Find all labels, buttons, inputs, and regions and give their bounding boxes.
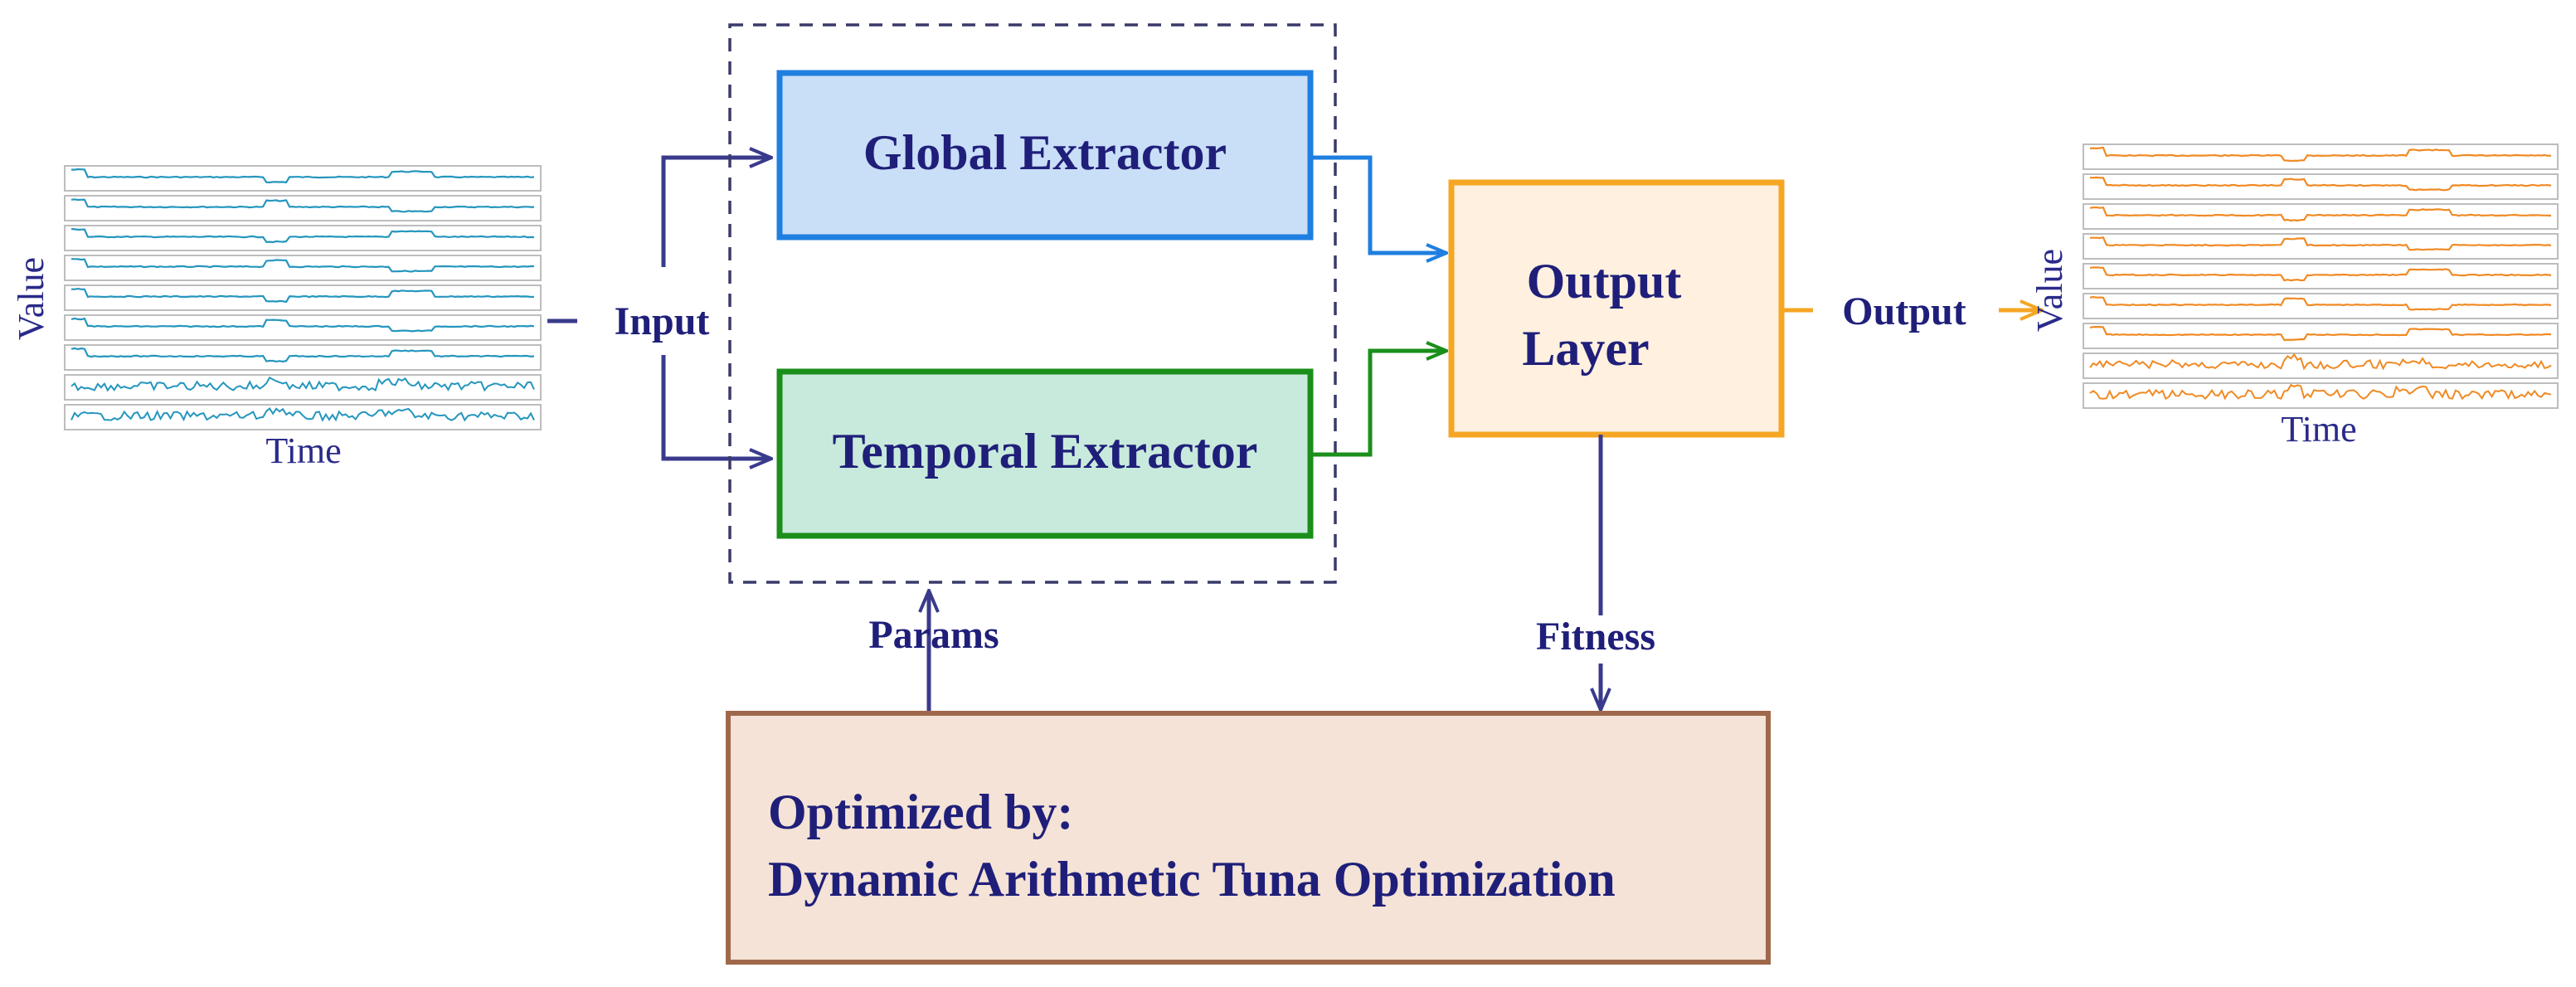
- temporal-extractor-box: Temporal Extractor: [776, 368, 1314, 539]
- channel-signal-line: [2089, 383, 2552, 401]
- input-channel-strips: [64, 165, 542, 430]
- input-timeseries-plot: Value Time: [11, 165, 542, 471]
- output-value-axis-label: Value: [2029, 249, 2070, 332]
- global-extractor-box: Global Extractor: [776, 70, 1314, 241]
- output-layer-label-line1: Output: [1527, 254, 1682, 309]
- channel-signal-line: [2089, 206, 2552, 222]
- channel-strip-frame: [64, 165, 542, 192]
- channel-strip-frame: [64, 344, 542, 371]
- channel-strip-frame: [2083, 293, 2559, 319]
- channel-signal-line: [2089, 266, 2552, 282]
- channel-strip-frame: [64, 225, 542, 251]
- channel-signal-line: [70, 406, 535, 422]
- params-label: Params: [868, 613, 999, 657]
- feature-extractors-group: [728, 23, 1337, 584]
- input-time-axis-label: Time: [265, 430, 341, 471]
- output-time-axis-label: Time: [2281, 409, 2356, 450]
- fitness-label-bg: [1509, 615, 1692, 664]
- output-layer-box: Output Layer: [1448, 179, 1785, 438]
- temporal-extractor-label: Temporal Extractor: [833, 424, 1258, 479]
- global-to-output-arrow: [1310, 155, 1446, 253]
- channel-signal-line: [70, 198, 534, 213]
- input-value-axis-label: Value: [11, 257, 51, 340]
- optimizer-box: Optimized by: Dynamic Arithmetic Tuna Op…: [726, 711, 1771, 965]
- input-label: Input: [615, 299, 710, 343]
- channel-signal-line: [70, 347, 535, 363]
- channel-strip-frame: [2083, 323, 2559, 349]
- channel-signal-line: [2089, 146, 2552, 163]
- channel-signal-line: [70, 317, 535, 333]
- input-to-temporal-arrow: [661, 355, 771, 459]
- channel-signal-line: [2089, 176, 2552, 192]
- channel-strip-frame: [2083, 382, 2559, 409]
- channel-strip-frame: [2083, 173, 2559, 200]
- channel-strip-frame: [2083, 263, 2559, 289]
- output-label: Output: [1842, 289, 1966, 333]
- channel-signal-line: [2089, 352, 2552, 371]
- global-extractor-label: Global Extractor: [863, 125, 1227, 180]
- channel-signal-line: [70, 376, 535, 392]
- channel-strip-frame: [64, 314, 542, 341]
- channel-signal-line: [2089, 295, 2552, 311]
- channel-signal-line: [70, 227, 535, 244]
- channel-signal-line: [70, 168, 535, 184]
- channel-strip-frame: [64, 404, 542, 430]
- channel-strip-frame: [2083, 203, 2559, 230]
- output-channel-strips: [2083, 143, 2559, 409]
- channel-signal-line: [2089, 326, 2552, 342]
- fitness-label: Fitness: [1536, 615, 1655, 659]
- input-to-global-arrow: [661, 158, 771, 267]
- channel-signal-line: [2090, 236, 2552, 251]
- optimizer-label-line2: Dynamic Arithmetic Tuna Optimization: [768, 852, 1616, 907]
- output-timeseries-plot: Value Time: [2029, 143, 2559, 450]
- output-layer-label-line2: Layer: [1522, 321, 1649, 376]
- channel-signal-line: [70, 258, 534, 273]
- channel-strip-frame: [64, 374, 542, 401]
- channel-strip-frame: [2083, 352, 2559, 379]
- optimizer-label-line1: Optimized by:: [768, 785, 1073, 839]
- channel-strip-frame: [64, 195, 542, 221]
- channel-signal-line: [71, 287, 535, 304]
- temporal-to-output-arrow: [1310, 351, 1446, 457]
